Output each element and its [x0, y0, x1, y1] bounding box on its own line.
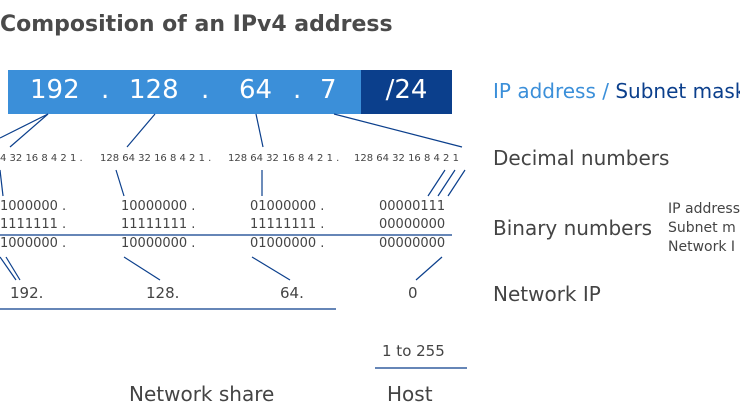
connector-line: [126, 113, 156, 148]
binary-ip-1: 1000000 .: [0, 199, 67, 214]
bit-weights-1: 4 32 16 8 4 2 1 .: [0, 153, 83, 164]
octet-1: 192: [30, 75, 80, 105]
network-ip-3: 64.: [280, 284, 304, 302]
ip-address-label: IP address / Subnet mask: [493, 79, 740, 103]
connector-line: [333, 113, 463, 148]
connector-line: [123, 256, 161, 281]
bit-weights-4: 128 64 32 16 8 4 2 1: [354, 153, 459, 164]
binary-row-label-mask: Subnet m: [668, 220, 736, 236]
octet-4: 7: [320, 75, 337, 105]
network-share-label: Network share: [129, 382, 275, 406]
connector-line: [0, 113, 49, 139]
ip-address-text: IP address /: [493, 79, 609, 103]
subnet-mask-value: /24: [385, 75, 428, 105]
network-ip-1: 192.: [10, 284, 44, 302]
binary-mask-1: 1111111 .: [0, 217, 67, 232]
page-title: Composition of an IPv4 address: [0, 12, 393, 37]
connector-line: [251, 256, 291, 281]
network-ip-4: 0: [408, 284, 418, 302]
connector-line: [115, 169, 125, 197]
binary-numbers-label: Binary numbers: [493, 216, 653, 240]
octet-3: 64: [239, 75, 273, 105]
connector-line: [0, 256, 17, 281]
subnet-mask-text: Subnet mask: [615, 79, 740, 103]
connector-line: [255, 113, 264, 148]
binary-network-2: 10000000 .: [121, 236, 196, 251]
octet-2: 128: [129, 75, 179, 105]
bit-weights-3: 128 64 32 16 8 4 2 1 .: [228, 153, 340, 164]
connector-line: [9, 113, 49, 148]
binary-row-label-ip: IP address: [668, 201, 740, 217]
network-ip-2: 128.: [146, 284, 180, 302]
binary-ip-2: 10000000 .: [121, 199, 196, 214]
connector-line: [5, 256, 21, 281]
subnet-mask-box: /24: [361, 70, 452, 114]
connector-line: [427, 169, 446, 197]
decimal-numbers-label: Decimal numbers: [493, 146, 670, 170]
network-ip-label: Network IP: [493, 282, 601, 306]
dot-1: .: [101, 75, 110, 105]
connector-line: [0, 169, 4, 197]
binary-row-label-network: Network I: [668, 239, 736, 255]
binary-network-4: 00000000: [379, 236, 446, 251]
ip-address-bar: 192 . 128 . 64 . 7 /24: [8, 70, 452, 114]
dot-3: .: [293, 75, 302, 105]
binary-ip-3: 01000000 .: [250, 199, 325, 214]
binary-mask-4: 00000000: [379, 217, 446, 232]
host-label: Host: [387, 382, 433, 406]
connector-line: [415, 256, 443, 281]
binary-network-3: 01000000 .: [250, 236, 325, 251]
host-range: 1 to 255: [382, 342, 445, 360]
connector-line: [437, 169, 456, 197]
bit-weights-2: 128 64 32 16 8 4 2 1 .: [100, 153, 212, 164]
binary-network-1: 1000000 .: [0, 236, 67, 251]
dot-2: .: [201, 75, 210, 105]
binary-ip-4: 00000111: [379, 199, 446, 214]
binary-mask-2: 11111111 .: [121, 217, 196, 232]
connector-line: [447, 169, 466, 197]
binary-mask-3: 11111111 .: [250, 217, 325, 232]
